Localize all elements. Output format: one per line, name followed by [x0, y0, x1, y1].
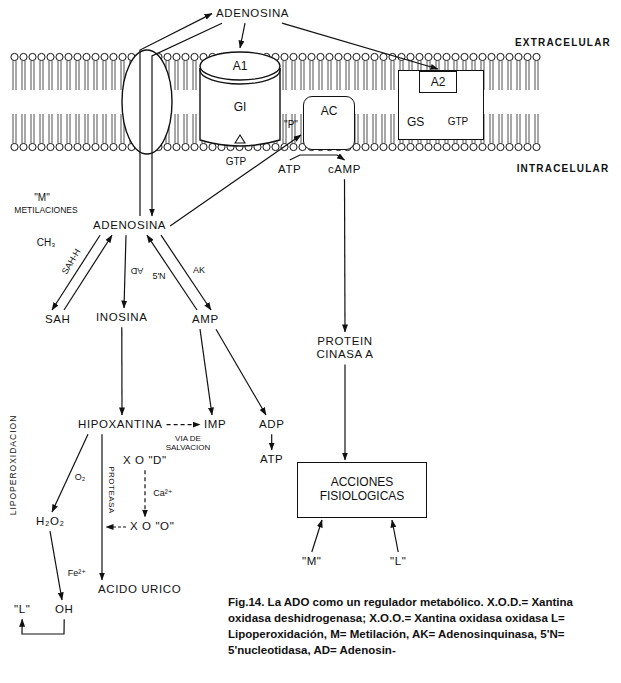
- connector: [124, 235, 126, 308]
- node-text: "L": [390, 555, 406, 568]
- annotation-label: GTP: [448, 116, 469, 127]
- node-text: A1: [233, 59, 248, 73]
- process-box: ACCIONES FISIOLOGICAS: [297, 462, 427, 518]
- connector: [147, 235, 197, 310]
- transporter: [122, 50, 172, 154]
- connector: [22, 619, 64, 634]
- edge-label: 5'N: [151, 272, 166, 282]
- connector: [312, 520, 322, 552]
- edge-label: Fe²⁺: [67, 569, 87, 579]
- annotation-label: PROTEASA: [107, 466, 116, 514]
- connector: [344, 364, 345, 460]
- node-text: ACCIONES FISIOLOGICAS: [298, 475, 426, 504]
- node-text: AC: [321, 104, 338, 118]
- connector: [167, 424, 200, 425]
- node-text: GS: [407, 115, 424, 129]
- metabolite: INOSINA: [94, 310, 150, 325]
- effect-label: "L": [12, 602, 32, 617]
- metabolite: ATP: [258, 452, 285, 467]
- connector: [282, 23, 438, 69]
- xo-arrow: [106, 526, 126, 527]
- connector: [52, 235, 100, 310]
- g-protein-box: GS A2: [398, 70, 484, 140]
- node-text: AMP: [192, 313, 219, 326]
- node-text: ADP: [259, 418, 284, 431]
- node-text: A2: [431, 75, 446, 89]
- metabolite: ADENOSINA: [91, 218, 168, 233]
- metabolite: SAH: [43, 312, 72, 327]
- metabolite: AMP: [190, 312, 221, 327]
- connector: [121, 327, 122, 415]
- node-text: INOSINA: [96, 311, 148, 324]
- connector: [200, 329, 212, 415]
- node-text: GI: [234, 100, 247, 114]
- connector: [290, 155, 345, 160]
- node-text: "L": [14, 603, 30, 616]
- metabolite: cAMP: [326, 162, 363, 177]
- connector: [170, 135, 301, 226]
- edge-label: AD: [130, 265, 145, 275]
- effect-label: "M": [300, 554, 324, 569]
- node-text: ATP: [260, 453, 283, 466]
- metabolite: ACIDO URICO: [96, 582, 183, 597]
- edge-label: AK: [192, 266, 206, 276]
- node-text: ATP: [278, 163, 301, 176]
- node-text: SAH: [45, 313, 70, 326]
- metabolite: H₂O₂: [34, 514, 67, 529]
- node-text: H₂O₂: [36, 515, 65, 528]
- connector: [392, 520, 398, 552]
- connector: [344, 179, 346, 332]
- edge-label: O₂: [74, 473, 87, 483]
- metabolite: OH: [53, 602, 75, 617]
- metabolite: HIPOXANTINA: [76, 417, 165, 432]
- node-text: X O "O": [130, 520, 174, 533]
- figure-caption: Fig.14. La ADO como un regulador metaból…: [228, 594, 616, 658]
- enzyme-box: AC: [303, 96, 355, 150]
- connector: [161, 235, 211, 310]
- annotation-label: METILACIONES: [14, 206, 77, 215]
- connector: [216, 329, 266, 415]
- enzyme-label: X O "O": [128, 519, 176, 534]
- annotation-label: CH₃: [37, 237, 56, 248]
- receptor-site: A1: [198, 50, 282, 86]
- annotation-label: GTP: [226, 156, 247, 167]
- metabolite: ATP: [276, 162, 303, 177]
- annotation-label: "M": [34, 192, 49, 203]
- metabolite: ADENOSINA: [214, 6, 291, 21]
- node-text: HIPOXANTINA: [78, 418, 163, 431]
- connector: [50, 531, 62, 600]
- node-text: X O "D": [123, 454, 167, 467]
- edge-label: SAH-H: [60, 247, 84, 278]
- receptor-body: GI A1: [198, 50, 282, 150]
- node-text: IMP: [204, 418, 226, 431]
- annotation-label: "P": [284, 119, 298, 130]
- node-text: "M": [302, 555, 322, 568]
- annotation-label: INTRACELULAR: [517, 163, 610, 174]
- receptor-site: A2: [419, 71, 457, 93]
- connector: [101, 434, 102, 580]
- edge-label: Ca²⁺: [152, 489, 173, 499]
- connector: [271, 434, 272, 450]
- connector: [52, 434, 88, 512]
- lipid-bilayer: [10, 52, 541, 152]
- metabolite: ADP: [257, 417, 286, 432]
- node-text: ADENOSINA: [93, 219, 166, 232]
- enzyme-label: PROTEIN CINASA A: [302, 334, 388, 362]
- node-text: ACIDO URICO: [98, 583, 181, 596]
- connector: [144, 470, 145, 517]
- node-text: cAMP: [328, 163, 361, 176]
- effect-label: "L": [388, 554, 408, 569]
- node-text: OH: [55, 603, 73, 616]
- metabolite: IMP: [202, 417, 228, 432]
- annotation-label: EXTRACELULAR: [515, 37, 611, 48]
- enzyme-label: X O "D": [121, 453, 169, 468]
- node-text: PROTEIN CINASA A: [304, 335, 386, 361]
- connector: [240, 23, 245, 48]
- annotation-label: LIPOPEROXIDACION: [9, 415, 18, 516]
- node-text: ADENOSINA: [216, 7, 289, 20]
- edge-label: VIA DE SALVACION: [160, 435, 216, 453]
